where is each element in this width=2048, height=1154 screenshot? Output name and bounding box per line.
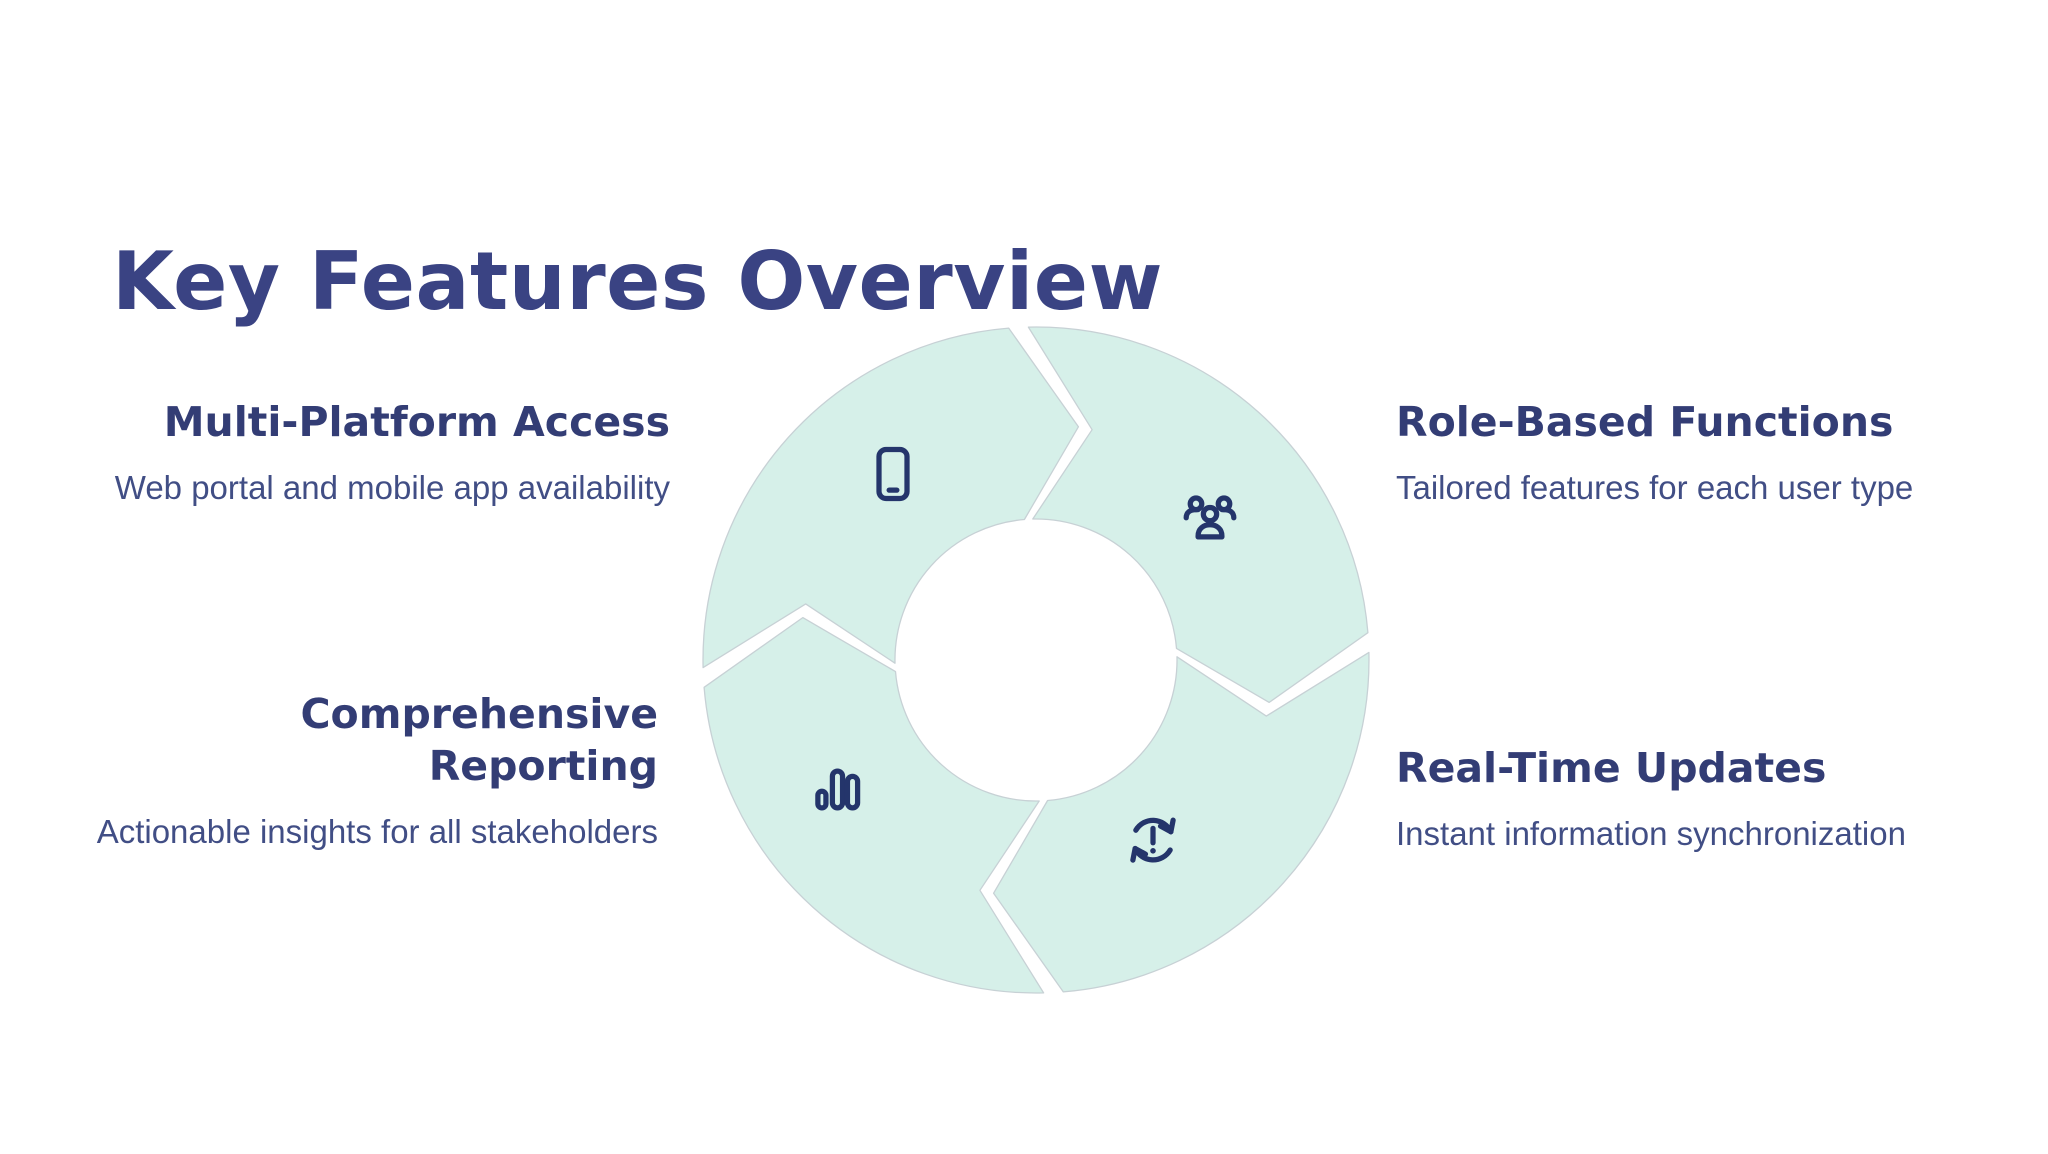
feature-multi-platform: Multi-Platform Access Web portal and mob… <box>80 396 670 511</box>
smartphone-icon <box>851 432 935 516</box>
feature-comprehensive-reporting: Comprehensive Reporting Actionable insig… <box>80 688 658 855</box>
bar-chart-icon <box>796 744 880 828</box>
feature-description: Actionable insights for all stakeholders <box>96 813 658 851</box>
feature-description: Web portal and mobile app availability <box>114 469 670 507</box>
feature-title: Real-Time Updates <box>1396 744 1827 792</box>
feature-title: Role-Based Functions <box>1396 398 1894 446</box>
feature-title: Comprehensive Reporting <box>300 690 658 791</box>
cycle-segment-real-time-updates <box>992 651 1370 993</box>
feature-description: Instant information synchronization <box>1396 815 1906 853</box>
page-title: Key Features Overview <box>112 234 1163 328</box>
cycle-segment-role-based <box>1027 326 1369 704</box>
cycle-segment-comprehensive-reporting <box>703 616 1045 994</box>
sync-alert-icon <box>1111 799 1195 883</box>
feature-real-time-updates: Real-Time Updates Instant information sy… <box>1396 742 1976 857</box>
users-icon <box>1168 480 1252 564</box>
feature-role-based: Role-Based Functions Tailored features f… <box>1396 396 1976 511</box>
feature-description: Tailored features for each user type <box>1396 469 1914 507</box>
feature-title: Multi-Platform Access <box>163 398 670 446</box>
